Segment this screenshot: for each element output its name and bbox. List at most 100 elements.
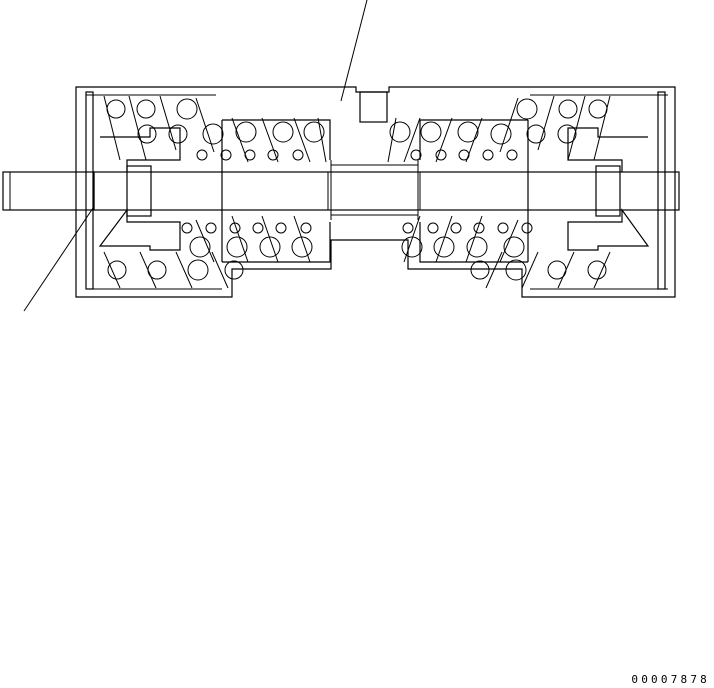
center-port — [359, 91, 388, 123]
spring-wire-left-6 — [293, 117, 311, 163]
spring-coil-left-2 — [176, 98, 198, 120]
spring-wire-left-15 — [211, 251, 229, 289]
rod-end-left — [2, 171, 95, 211]
spring-wires — [103, 95, 611, 289]
spring-wire-right-7 — [387, 117, 397, 163]
spring-coil-right-18 — [427, 222, 439, 234]
spring-coil-right-5 — [490, 123, 512, 145]
spring-wire-left-0 — [103, 95, 121, 161]
spring-wire-right-14 — [521, 251, 539, 289]
spring-coil-left-13 — [292, 149, 304, 161]
spring-wire-right-9 — [465, 215, 483, 263]
spring-coil-left-12 — [267, 149, 279, 161]
housing-inner-wall-left — [86, 94, 222, 290]
spring-wire-left-2 — [159, 95, 177, 151]
spring-wire-left-13 — [139, 251, 157, 289]
spring-coil-left-3 — [137, 124, 157, 144]
spring-coil-right-1 — [558, 99, 578, 119]
spring-coil-left-21 — [226, 236, 248, 258]
spring-wire-right-12 — [593, 251, 611, 289]
spring-wire-left-11 — [293, 215, 311, 263]
left-spring-seat — [221, 119, 331, 263]
spring-wire-right-8 — [499, 219, 519, 263]
right-piston — [567, 127, 650, 251]
right-end-plate — [657, 91, 666, 290]
spring-coil-left-23 — [291, 236, 313, 258]
spring-wire-left-8 — [195, 219, 215, 263]
spring-coil-left-8 — [303, 121, 325, 143]
drawing-number: 00007878 — [631, 673, 710, 686]
right-nut — [595, 165, 621, 217]
spring-coil-left-16 — [229, 222, 241, 234]
spring-wire-right-15 — [485, 251, 503, 289]
leader-line-bottom-left — [23, 207, 94, 312]
housing-inner-wall-right — [530, 94, 668, 290]
spring-coil-right-23 — [401, 236, 423, 258]
spring-wire-left-5 — [261, 117, 279, 163]
spring-coils — [106, 98, 608, 281]
spring-coil-left-19 — [300, 222, 312, 234]
spring-coil-right-27 — [470, 260, 490, 280]
spring-wire-right-2 — [537, 95, 555, 151]
central-bore-inner — [330, 160, 419, 220]
spring-coil-right-14 — [521, 222, 533, 234]
spring-wire-left-10 — [261, 215, 279, 263]
spring-wire-left-14 — [175, 251, 193, 289]
spring-coil-right-20 — [503, 236, 525, 258]
spring-coil-right-0 — [588, 99, 608, 119]
spring-coil-right-15 — [497, 222, 509, 234]
spring-wire-right-5 — [435, 117, 453, 163]
spring-wire-right-1 — [567, 95, 586, 161]
spring-coil-right-24 — [587, 260, 607, 280]
spring-coil-right-22 — [433, 236, 455, 258]
spring-wire-right-4 — [465, 117, 483, 163]
spring-wire-right-3 — [499, 97, 519, 153]
spring-wire-right-11 — [403, 215, 421, 263]
spring-wire-right-0 — [593, 95, 611, 161]
spring-coil-right-3 — [557, 124, 577, 144]
housing-outline — [75, 86, 676, 298]
spring-coil-left-0 — [106, 99, 126, 119]
spring-coil-right-16 — [473, 222, 485, 234]
spring-wire-left-9 — [231, 215, 249, 263]
spring-coil-right-21 — [466, 236, 488, 258]
spring-wire-right-6 — [403, 117, 421, 163]
spring-coil-right-17 — [450, 222, 462, 234]
spring-wire-left-4 — [231, 117, 249, 163]
spring-coil-right-8 — [389, 121, 411, 143]
spring-coil-left-5 — [202, 123, 224, 145]
spring-coil-left-9 — [196, 149, 208, 161]
left-nut — [126, 165, 152, 217]
spring-wire-left-3 — [195, 97, 215, 153]
spring-coil-left-22 — [259, 236, 281, 258]
spring-coil-left-7 — [272, 121, 294, 143]
rod-shaft-center-gap — [327, 172, 421, 210]
spring-wire-left-7 — [317, 117, 327, 163]
spring-coil-left-1 — [136, 99, 156, 119]
spring-wire-right-13 — [557, 251, 575, 289]
spring-coil-left-18 — [275, 222, 287, 234]
spring-coil-left-4 — [168, 124, 188, 144]
left-piston — [98, 127, 181, 251]
spring-wire-left-1 — [128, 95, 147, 161]
spring-coil-left-14 — [181, 222, 193, 234]
spring-coil-left-6 — [235, 121, 257, 143]
spring-coil-right-12 — [435, 149, 447, 161]
right-spring-seat — [419, 119, 529, 263]
spring-coil-left-26 — [187, 259, 209, 281]
spring-wire-right-10 — [435, 215, 453, 263]
leader-line-top — [340, 0, 368, 102]
spring-coil-right-19 — [402, 222, 414, 234]
spring-coil-right-10 — [482, 149, 494, 161]
spring-coil-left-17 — [252, 222, 264, 234]
spring-coil-right-7 — [420, 121, 442, 143]
left-end-plate — [85, 91, 94, 290]
spring-coil-right-4 — [526, 124, 546, 144]
spring-coil-right-9 — [506, 149, 518, 161]
rod-shaft — [93, 171, 680, 211]
central-bore — [331, 164, 418, 216]
spring-wire-left-12 — [103, 251, 121, 289]
spring-coil-left-20 — [189, 236, 211, 258]
spring-coil-left-24 — [107, 260, 127, 280]
